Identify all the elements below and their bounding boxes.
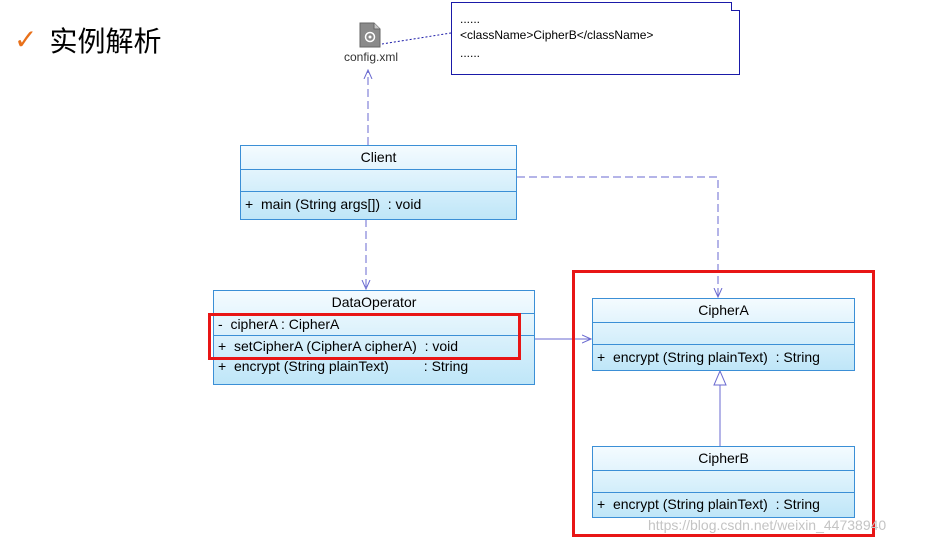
config-file-label: config.xml — [343, 50, 399, 64]
generalization-arrowhead — [713, 369, 727, 386]
client-ciphera-dependency — [517, 176, 718, 297]
note-anchor-line — [381, 32, 452, 45]
highlight-box-cipher-classes — [572, 270, 875, 537]
class-ciphera[interactable]: CipherA + encrypt (String plainText) : S… — [592, 298, 855, 371]
config-note: ...... <className>CipherB</className> ..… — [451, 2, 740, 75]
checkmark-icon: ✓ — [14, 23, 38, 56]
class-attributes — [593, 323, 854, 345]
class-operation: + encrypt (String plainText) : String — [597, 496, 820, 512]
watermark: https://blog.csdn.net/weixin_44738940 — [648, 517, 887, 533]
class-attributes — [241, 170, 516, 192]
note-fold-corner — [731, 2, 740, 11]
class-name: DataOperator — [214, 291, 534, 314]
class-attributes — [593, 471, 854, 493]
class-name: CipherA — [593, 299, 854, 323]
class-operation: + setCipherA (CipherA cipherA) : void — [218, 338, 459, 354]
class-client[interactable]: Client + main (String args[]) : void — [240, 145, 517, 220]
class-operation: + encrypt (String plainText) : String — [218, 358, 469, 374]
class-attribute: - cipherA : CipherA — [218, 316, 340, 332]
class-cipherb[interactable]: CipherB + encrypt (String plainText) : S… — [592, 446, 855, 518]
slide-heading: ✓ 实例解析 — [14, 20, 161, 60]
note-line: <className>CipherB</className> — [460, 28, 654, 42]
class-name: CipherB — [593, 447, 854, 471]
class-attributes: - cipherA : CipherA — [214, 314, 534, 336]
xml-file-icon — [359, 22, 381, 48]
highlight-box-dataoperator — [208, 313, 521, 360]
note-line: ...... — [460, 12, 481, 26]
class-name: Client — [241, 146, 516, 170]
class-operation: + main (String args[]) : void — [245, 196, 422, 212]
class-dataoperator[interactable]: DataOperator - cipherA : CipherA + setCi… — [213, 290, 535, 385]
note-line: ...... — [460, 46, 481, 60]
slide-title: 实例解析 — [49, 25, 162, 58]
class-operation: + encrypt (String plainText) : String — [597, 349, 820, 365]
